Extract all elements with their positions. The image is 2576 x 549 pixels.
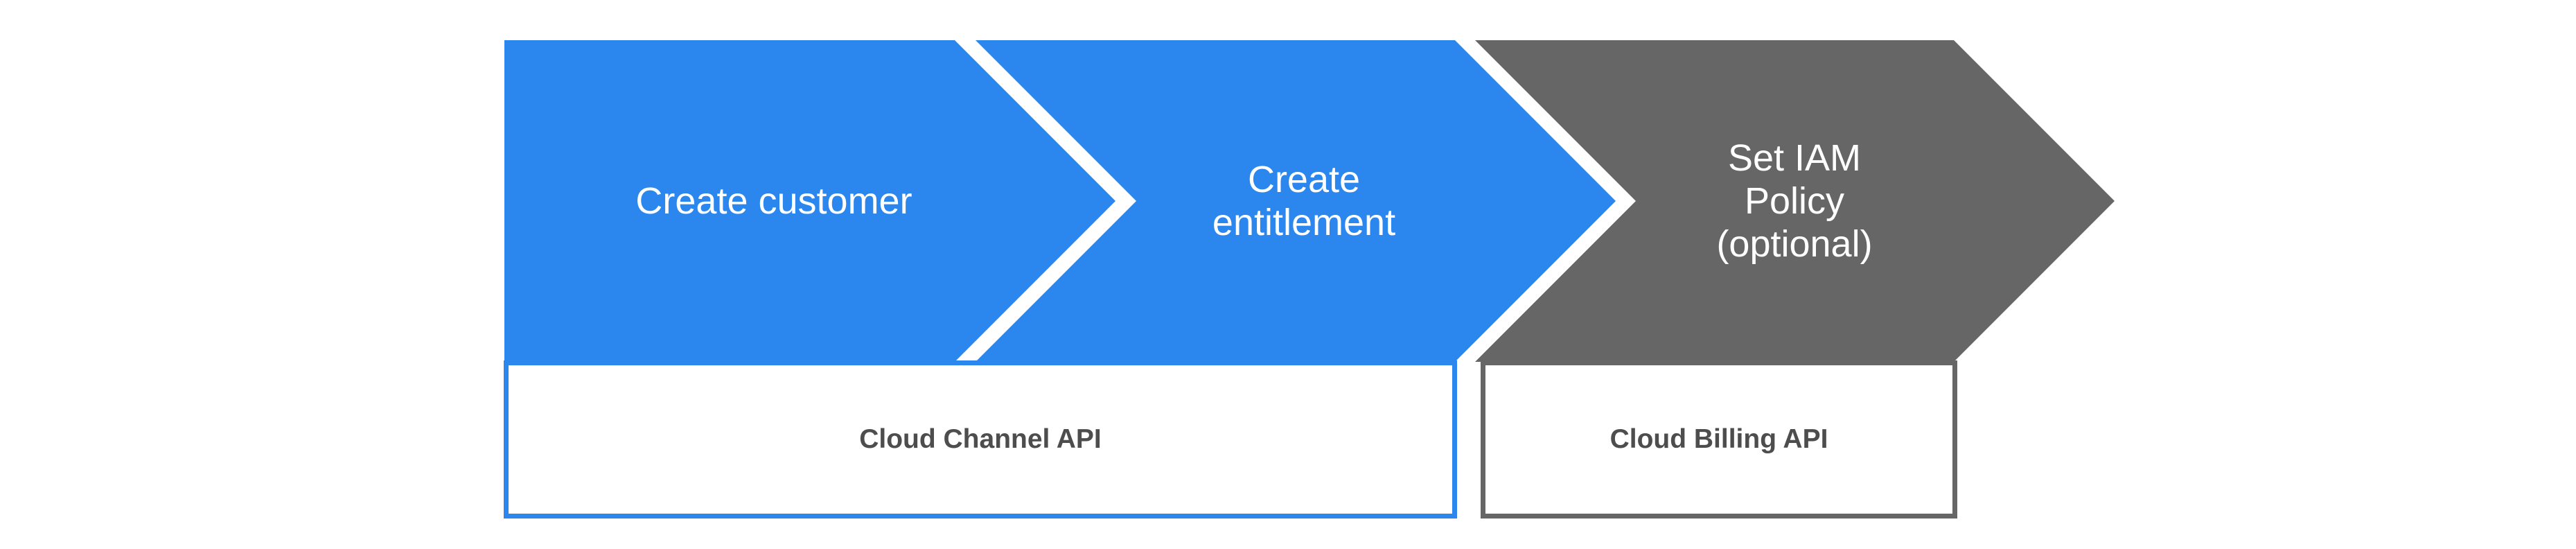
api-box-label: Cloud Channel API [859,424,1102,454]
step-arrow-set-iam-policy [1475,40,2115,362]
api-box-cloud-billing: Cloud Billing API [1481,360,1957,518]
api-box-cloud-channel: Cloud Channel API [504,360,1457,518]
step-label-line: Create [1247,159,1361,200]
api-box-label: Cloud Billing API [1609,424,1828,454]
step-label-line: Policy [1744,180,1845,222]
step-label-create-entitlement: Create entitlement [976,40,1632,362]
step-label-line: Create customer [635,180,912,222]
step-label-create-customer: Create customer [504,40,1043,362]
step-arrow-create-customer [504,40,1115,362]
step-arrow-create-entitlement [976,40,1616,362]
step-label-line: (optional) [1716,223,1873,265]
step-label-line: Set IAM [1727,137,1862,179]
step-label-line: entitlement [1212,202,1396,243]
step-label-set-iam-policy: Set IAM Policy (optional) [1475,40,2114,362]
